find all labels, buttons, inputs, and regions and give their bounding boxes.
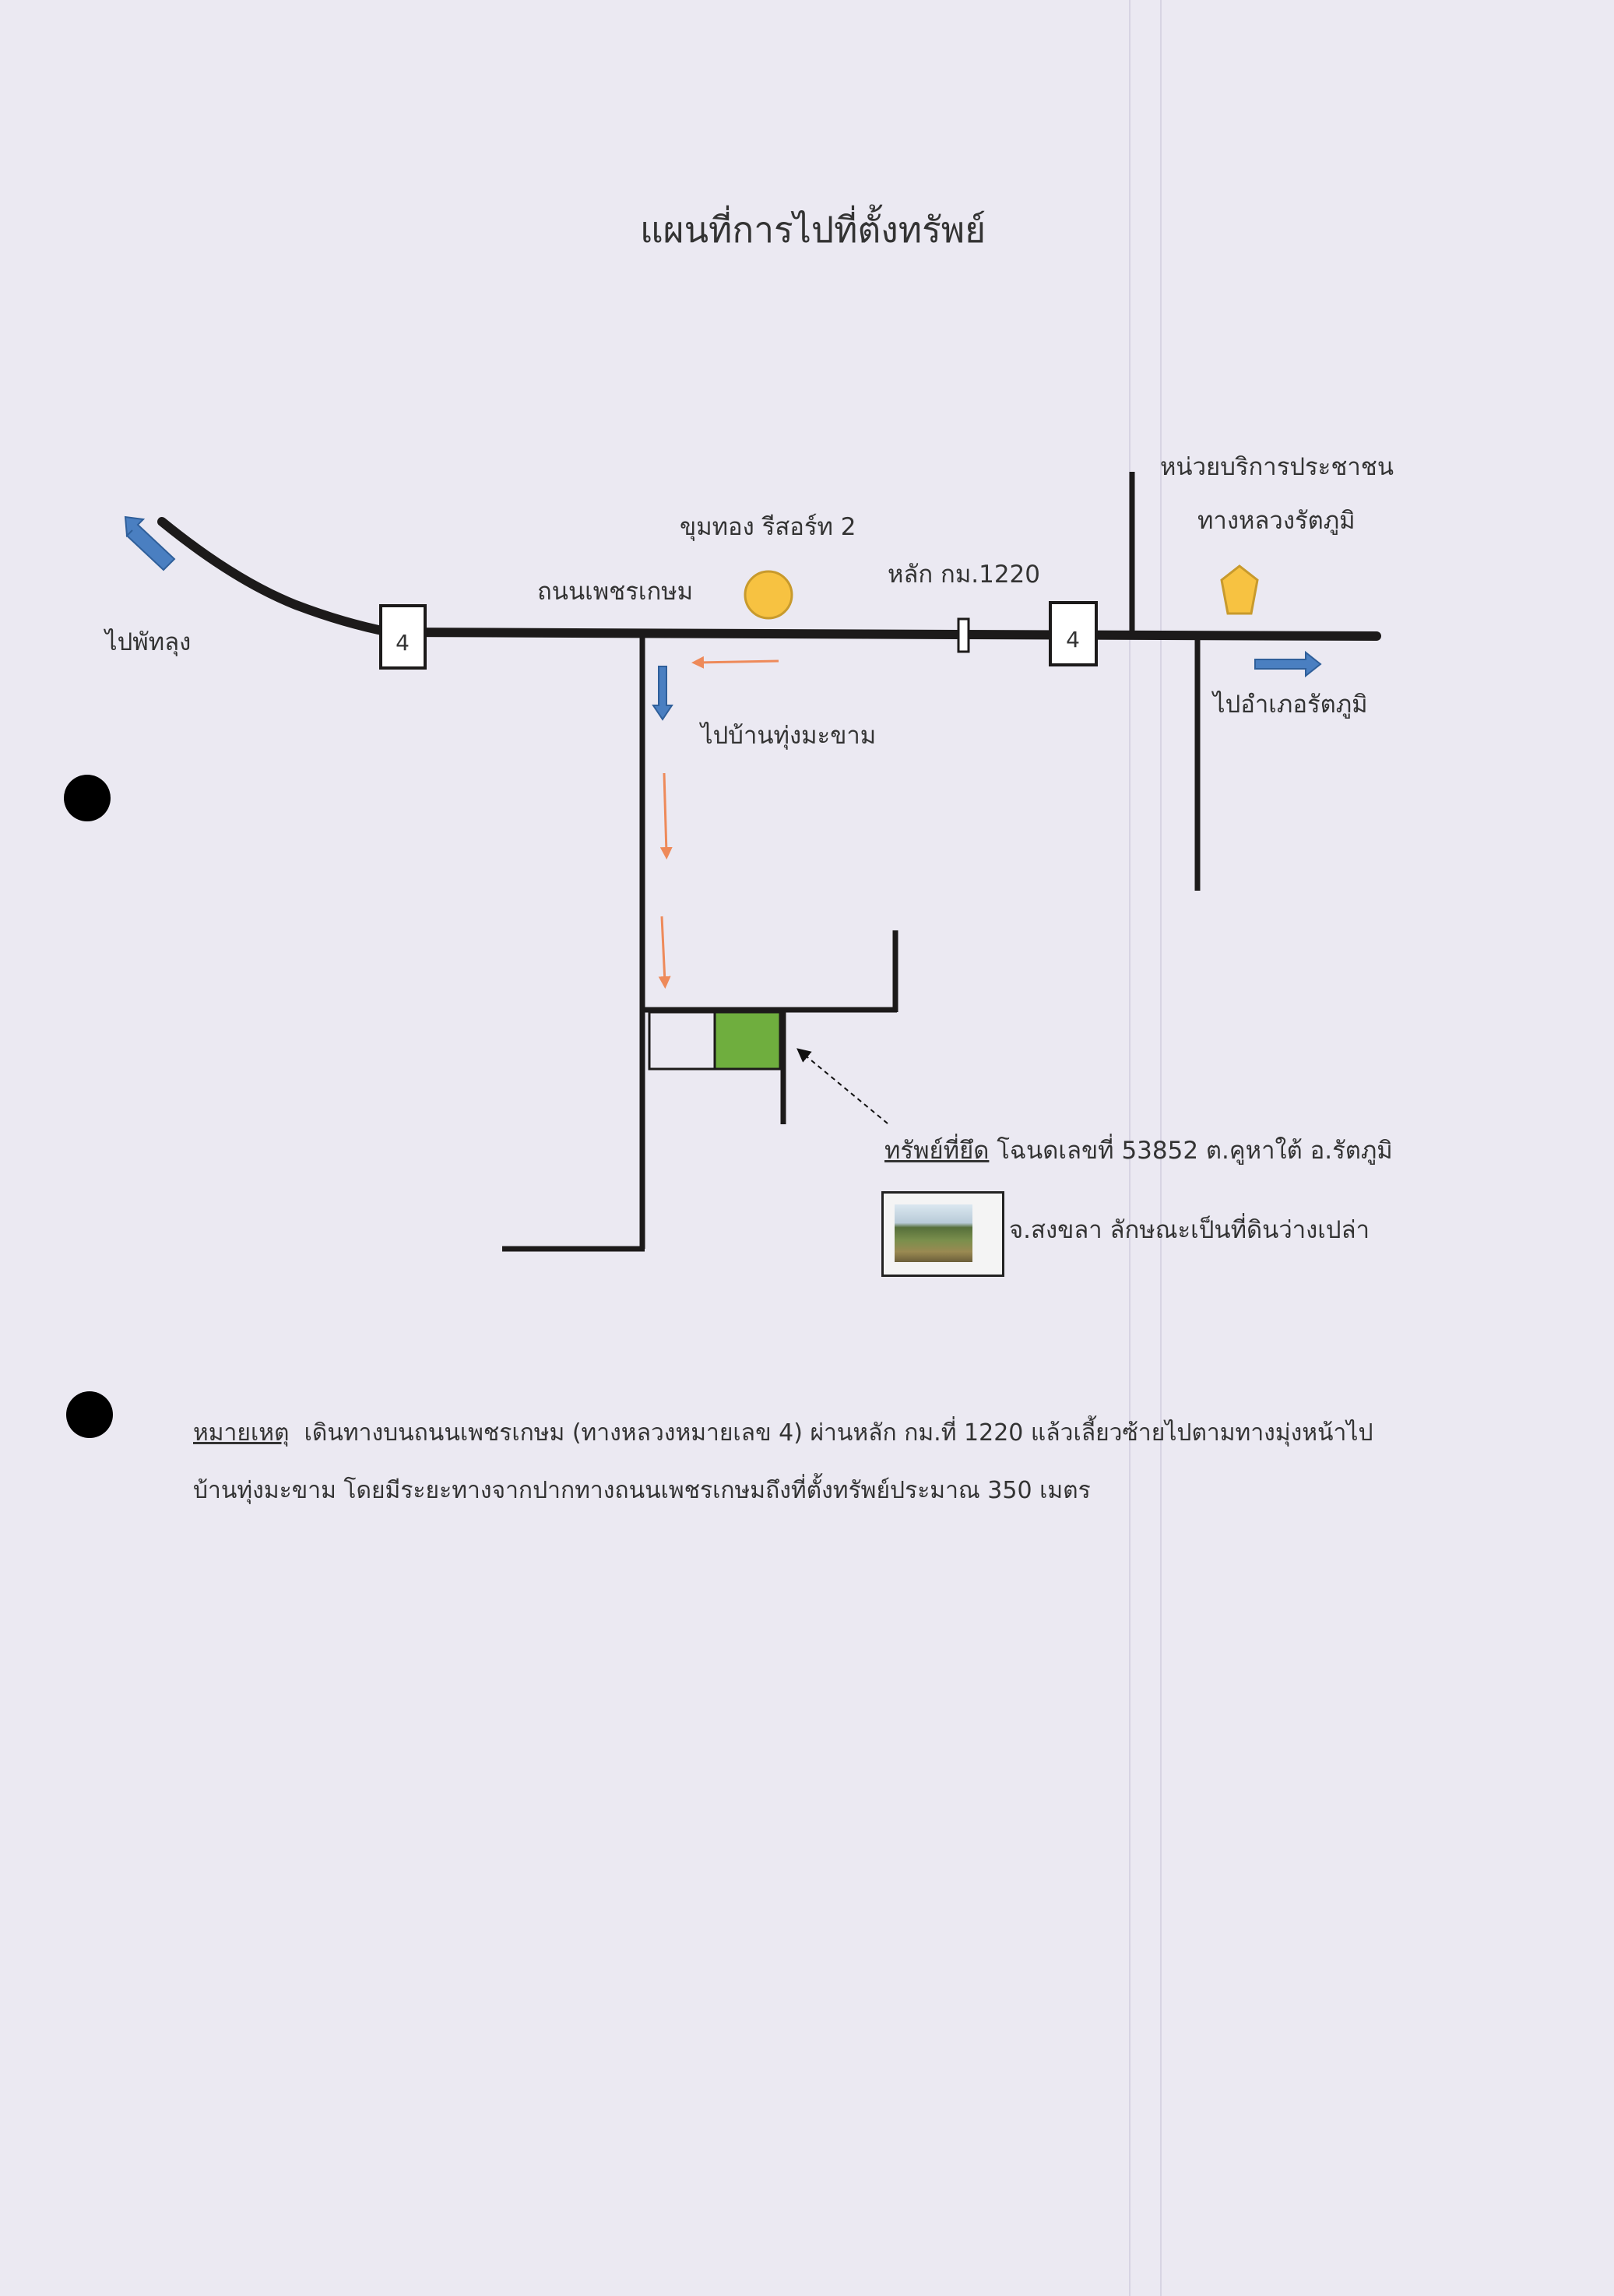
property-plot bbox=[713, 1011, 782, 1071]
highway-shield-right-number: 4 bbox=[1066, 627, 1080, 652]
property-caption-line2: จ.สงขลา ลักษณะเป็นที่ดินว่างเปล่า bbox=[1009, 1216, 1370, 1244]
property-photo-image bbox=[895, 1204, 972, 1262]
resort-marker bbox=[744, 570, 793, 620]
note-line1: หมายเหตุ เดินทางบนถนนเพชรเกษม (ทางหลวงหม… bbox=[193, 1422, 1373, 1445]
scan-line bbox=[1160, 0, 1162, 2296]
label-to-ratthaphum: ไปอำเภอรัตภูมิ bbox=[1213, 691, 1368, 719]
property-caption-detail: โฉนดเลขที่ 53852 ต.คูหาใต้ อ.รัตภูมิ bbox=[989, 1137, 1393, 1165]
service-unit-marker bbox=[1220, 564, 1259, 615]
hole-punch bbox=[66, 1391, 113, 1438]
note-heading: หมายเหตุ bbox=[193, 1419, 290, 1447]
highway-shield-right bbox=[1049, 601, 1098, 666]
note-text-1: เดินทางบนถนนเพชรเกษม (ทางหลวงหมายเลข 4) … bbox=[304, 1419, 1373, 1447]
property-photo bbox=[881, 1191, 1004, 1277]
label-service-unit-2: ทางหลวงรัตภูมิ bbox=[1197, 507, 1356, 535]
route-arrow-south-2 bbox=[658, 916, 671, 989]
arrow-to-ratthaphum bbox=[1254, 650, 1322, 678]
page-title: แผนที่การไปที่ตั้งทรัพย์ bbox=[640, 209, 986, 251]
property-caption-prefix: ทรัพย์ที่ยึด bbox=[884, 1137, 990, 1165]
highway-shield-left-number: 4 bbox=[396, 630, 410, 656]
label-km-marker: หลัก กม.1220 bbox=[888, 561, 1041, 589]
route-arrow-south-1 bbox=[659, 772, 673, 860]
scan-line bbox=[1129, 0, 1131, 2296]
label-service-unit-1: หน่วยบริการประชาชน bbox=[1160, 453, 1394, 481]
property-pointer bbox=[796, 1048, 888, 1124]
arrow-to-phatthalung bbox=[124, 515, 176, 571]
label-phetkasem-road: ถนนเพชรเกษม bbox=[537, 578, 694, 606]
label-to-ban-thung: ไปบ้านทุ่งมะขาม bbox=[701, 722, 877, 750]
neighbor-plot bbox=[648, 1011, 716, 1071]
route-arrow-west bbox=[691, 656, 779, 669]
hole-punch bbox=[64, 775, 111, 821]
label-resort: ขุมทอง รีสอร์ท 2 bbox=[680, 513, 856, 541]
highway-shield-left bbox=[379, 604, 427, 670]
note-line2: บ้านทุ่งมะขาม โดยมีระยะทางจากปากทางถนนเพ… bbox=[193, 1477, 1091, 1504]
phetkasem-road bbox=[157, 517, 1381, 641]
arrow-down-ban-thung bbox=[652, 666, 673, 721]
property-caption-line1: ทรัพย์ที่ยึด โฉนดเลขที่ 53852 ต.คูหาใต้ … bbox=[884, 1139, 1393, 1163]
label-to-phatthalung: ไปพัทลุง bbox=[105, 628, 192, 656]
km-marker-post bbox=[957, 617, 970, 653]
